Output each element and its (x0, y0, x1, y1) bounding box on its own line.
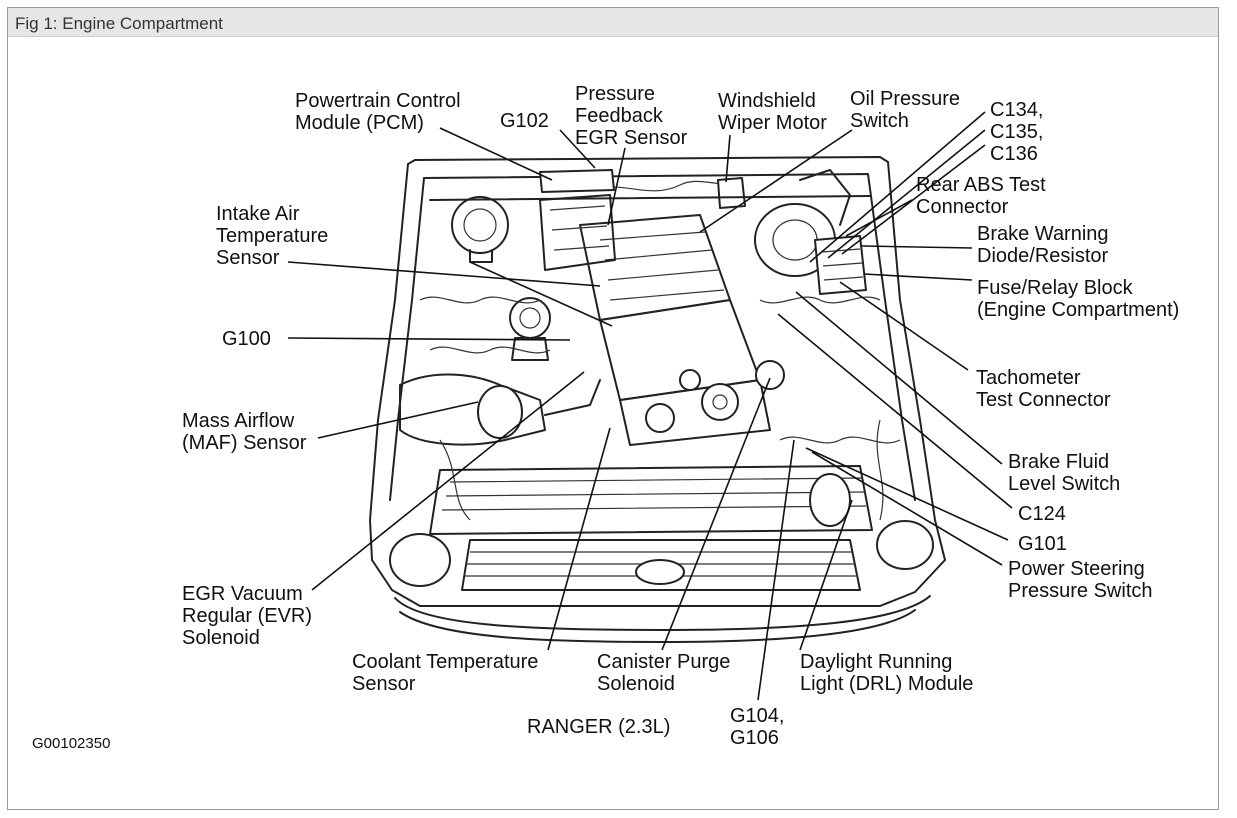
label-g104-g106: G104, G106 (730, 705, 790, 749)
label-c134-c135-c136: C134, C135, C136 (990, 99, 1049, 165)
image-id: G00102350 (32, 735, 110, 752)
figure-title-bar: Fig 1: Engine Compartment (8, 8, 1218, 37)
engine-illustration (369, 156, 946, 643)
label-pcm: Powertrain Control Module (PCM) (295, 90, 466, 134)
figure-title: Fig 1: Engine Compartment (15, 14, 223, 33)
label-coolant-temperature-sensor: Coolant Temperature Sensor (352, 651, 544, 695)
label-intake-air-temperature-sensor: Intake Air Temperature Sensor (216, 203, 334, 269)
component-labels: Powertrain Control Module (PCM) G102 Pre… (32, 83, 1179, 752)
label-egr-vacuum-regulator-solenoid: EGR Vacuum Regular (EVR) Solenoid (182, 583, 318, 649)
label-brake-warning-diode-resistor: Brake Warning Diode/Resistor (977, 223, 1114, 267)
figure-frame: Fig 1: Engine Compartment (7, 7, 1219, 810)
label-g100: G100 (222, 328, 271, 350)
label-canister-purge-solenoid: Canister Purge Solenoid (597, 651, 736, 695)
label-windshield-wiper-motor: Windshield Wiper Motor (718, 90, 827, 134)
label-oil-pressure-switch: Oil Pressure Switch (850, 88, 966, 132)
diagram-caption: RANGER (2.3L) (527, 716, 670, 738)
leader-lines (287, 111, 1013, 701)
label-g102: G102 (500, 110, 549, 132)
label-g101: G101 (1018, 533, 1067, 555)
label-c124: C124 (1018, 503, 1066, 525)
label-fuse-relay-block: Fuse/Relay Block (Engine Compartment) (977, 277, 1179, 321)
label-drl-module: Daylight Running Light (DRL) Module (800, 651, 973, 695)
label-brake-fluid-level-switch: Brake Fluid Level Switch (1008, 451, 1120, 495)
label-pressure-feedback-egr-sensor: Pressure Feedback EGR Sensor (575, 83, 688, 149)
label-tachometer-test-connector: Tachometer Test Connector (976, 367, 1111, 411)
label-rear-abs-test-connector: Rear ABS Test Connector (916, 174, 1051, 218)
label-maf-sensor: Mass Airflow (MAF) Sensor (182, 410, 307, 454)
label-power-steering-pressure-switch: Power Steering Pressure Switch (1008, 558, 1153, 602)
